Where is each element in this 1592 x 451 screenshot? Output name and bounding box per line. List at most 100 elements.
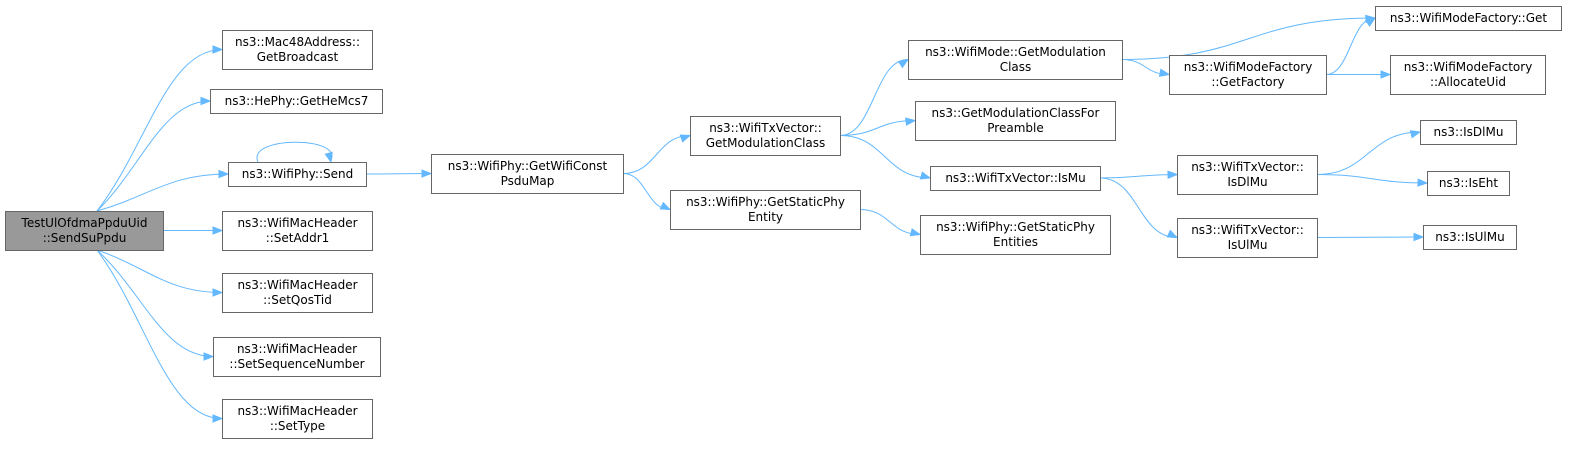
edge-modeclass-to-factoryget <box>1121 14 1377 60</box>
node-label-line: GetModulationClass <box>706 136 826 150</box>
node-box <box>222 211 373 251</box>
node-iseht[interactable]: ns3::IsEht <box>1427 171 1510 196</box>
node-label-line: ns3::WifiTxVector:: <box>1191 223 1304 237</box>
edge-psdumap-to-getmodclass <box>622 134 692 174</box>
node-label-line: ns3::WifiMacHeader <box>237 216 357 230</box>
node-hemcs7[interactable]: ns3::HePhy::GetHeMcs7 <box>210 89 383 114</box>
edge-staticphy-to-staticphies <box>859 209 922 237</box>
node-box <box>1423 225 1517 250</box>
edge-root-to-setqostid <box>96 249 224 297</box>
node-allocuid[interactable]: ns3::WifiModeFactory::AllocateUid <box>1390 55 1546 95</box>
node-box <box>222 399 373 439</box>
node-send[interactable]: ns3::WifiPhy::Send <box>228 162 367 187</box>
node-label-line: Entities <box>993 235 1038 249</box>
node-label-line: ns3::GetModulationClassFor <box>932 106 1100 120</box>
node-box <box>1177 155 1318 195</box>
node-setseq[interactable]: ns3::WifiMacHeader::SetSequenceNumber <box>213 337 381 377</box>
node-factoryget[interactable]: ns3::WifiModeFactory::Get <box>1375 6 1562 31</box>
node-box <box>210 89 383 114</box>
node-box <box>670 190 861 230</box>
node-label-line: ns3::WifiTxVector:: <box>709 121 822 135</box>
node-label-line: ns3::WifiTxVector:: <box>1191 160 1304 174</box>
node-modeclass[interactable]: ns3::WifiMode::GetModulationClass <box>908 40 1123 80</box>
node-label-line: Entity <box>748 210 783 224</box>
node-label-line: IsDlMu <box>1227 175 1267 189</box>
node-box <box>920 215 1111 255</box>
node-isulmu_tx[interactable]: ns3::WifiTxVector::IsUlMu <box>1177 218 1318 258</box>
edge-getfactory-to-allocuid <box>1326 70 1392 79</box>
node-label-line: ns3::WifiMode::GetModulation <box>925 45 1106 59</box>
node-label-line: ns3::WifiPhy::Send <box>242 167 353 181</box>
node-label-line: ::AllocateUid <box>1430 75 1506 89</box>
node-isdlmu[interactable]: ns3::IsDlMu <box>1420 120 1517 145</box>
edge-psdumap-to-staticphy <box>622 173 672 211</box>
node-label-line: ns3::IsUlMu <box>1435 230 1504 244</box>
edge-root-to-mac48 <box>96 45 224 212</box>
node-label-line: ns3::WifiMacHeader <box>237 404 357 418</box>
node-label-line: PsduMap <box>501 174 555 188</box>
edge-isulmu_tx-to-isulmu <box>1316 232 1425 242</box>
edge-isdlmu_tx-to-iseht <box>1316 174 1429 187</box>
edge-getmodclass-to-modeclass <box>839 58 910 136</box>
node-box <box>431 154 624 194</box>
edge-send-to-psdumap <box>365 169 433 178</box>
edge-isdlmu_tx-to-isdlmu <box>1316 130 1422 175</box>
edge-getmodclass-to-modpreamble <box>839 117 917 136</box>
edge-root-to-setseq <box>96 249 215 361</box>
node-box <box>1177 218 1318 258</box>
node-label-line: ::SetSequenceNumber <box>229 357 364 371</box>
node-box <box>228 162 367 187</box>
node-ismu[interactable]: ns3::WifiTxVector::IsMu <box>930 166 1101 191</box>
node-label-line: ns3::Mac48Address:: <box>235 35 360 49</box>
node-setqostid[interactable]: ns3::WifiMacHeader::SetQosTid <box>222 273 373 313</box>
node-mac48[interactable]: ns3::Mac48Address::GetBroadcast <box>222 30 373 70</box>
node-label-line: ns3::WifiTxVector::IsMu <box>945 171 1085 185</box>
edge-root-to-settype <box>96 249 224 423</box>
node-isdlmu_tx[interactable]: ns3::WifiTxVector::IsDlMu <box>1177 155 1318 195</box>
node-label-line: Preamble <box>987 121 1043 135</box>
node-label-line: ns3::HePhy::GetHeMcs7 <box>225 94 369 108</box>
node-label-line: ns3::WifiMacHeader <box>237 278 357 292</box>
node-root[interactable]: TestUlOfdmaPpduUid::SendSuPpdu <box>5 211 164 251</box>
node-label-line: ns3::WifiModeFactory <box>1184 60 1313 74</box>
edge-root-to-hemcs7 <box>96 96 212 212</box>
edge-root-to-setaddr1 <box>163 226 224 235</box>
node-box <box>222 30 373 70</box>
node-getmodclass[interactable]: ns3::WifiTxVector::GetModulationClass <box>690 116 841 156</box>
edge-getfactory-to-factoryget <box>1325 17 1377 75</box>
node-label-line: ns3::WifiModeFactory::Get <box>1390 11 1547 25</box>
node-setaddr1[interactable]: ns3::WifiMacHeader::SetAddr1 <box>222 211 373 251</box>
node-label-line: ns3::WifiPhy::GetWifiConst <box>448 159 608 173</box>
node-label-line: ns3::IsDlMu <box>1434 125 1504 139</box>
edges-layer <box>96 14 1429 423</box>
edge-ismu-to-isulmu_tx <box>1099 177 1179 239</box>
node-box <box>1390 55 1546 95</box>
node-box <box>1420 120 1517 145</box>
node-label-line: Class <box>1000 60 1032 74</box>
node-box <box>930 166 1101 191</box>
node-label-line: ::SendSuPpdu <box>43 231 127 245</box>
node-isulmu[interactable]: ns3::IsUlMu <box>1423 225 1517 250</box>
node-label-line: ns3::IsEht <box>1439 176 1499 190</box>
node-label-line: ns3::WifiPhy::GetStaticPhy <box>936 220 1095 234</box>
node-label-line: GetBroadcast <box>257 50 339 64</box>
node-settype[interactable]: ns3::WifiMacHeader::SetType <box>222 399 373 439</box>
edge-send-to-send <box>256 141 333 164</box>
node-label-line: IsUlMu <box>1228 238 1268 252</box>
edge-root-to-send <box>96 169 230 212</box>
node-box <box>1427 171 1510 196</box>
edge-ismu-to-isdlmu_tx <box>1099 170 1179 179</box>
node-label-line: TestUlOfdmaPpduUid <box>21 216 148 230</box>
node-label-line: ns3::WifiMacHeader <box>237 342 357 356</box>
node-box <box>1169 55 1327 95</box>
node-box <box>5 211 164 251</box>
node-box <box>213 337 381 377</box>
node-getfactory[interactable]: ns3::WifiModeFactory::GetFactory <box>1169 55 1327 95</box>
node-label-line: ::SetType <box>270 419 325 433</box>
node-label-line: ::GetFactory <box>1211 75 1284 89</box>
